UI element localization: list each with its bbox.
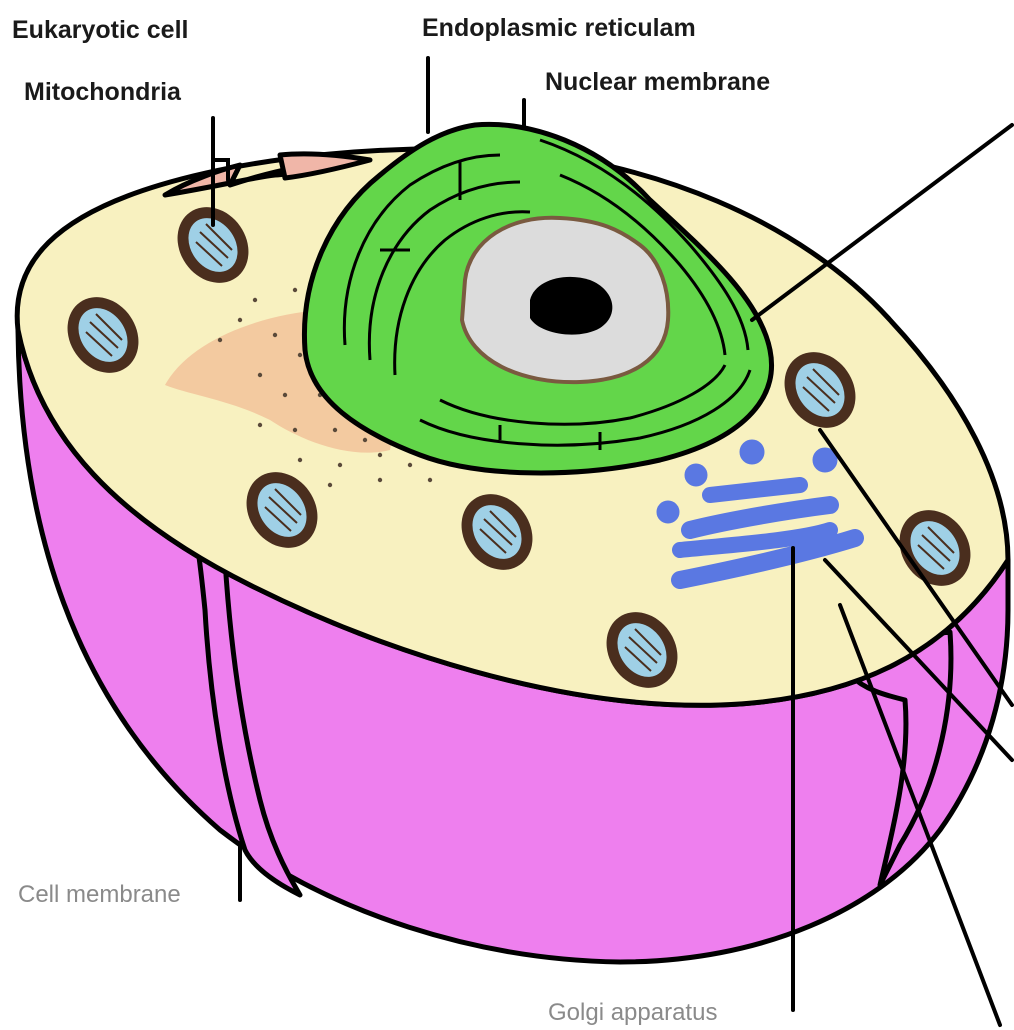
nucleolus bbox=[530, 277, 612, 335]
label-nuclear-membrane: Nuclear membrane bbox=[545, 68, 770, 96]
label-golgi-apparatus: Golgi apparatus bbox=[548, 999, 717, 1026]
label-endoplasmic-reticulum: Endoplasmic reticulam bbox=[422, 14, 696, 42]
label-eukaryotic-cell: Eukaryotic cell bbox=[12, 16, 188, 44]
label-mitochondria: Mitochondria bbox=[24, 78, 182, 106]
label-cell-membrane: Cell membrane bbox=[18, 881, 181, 908]
